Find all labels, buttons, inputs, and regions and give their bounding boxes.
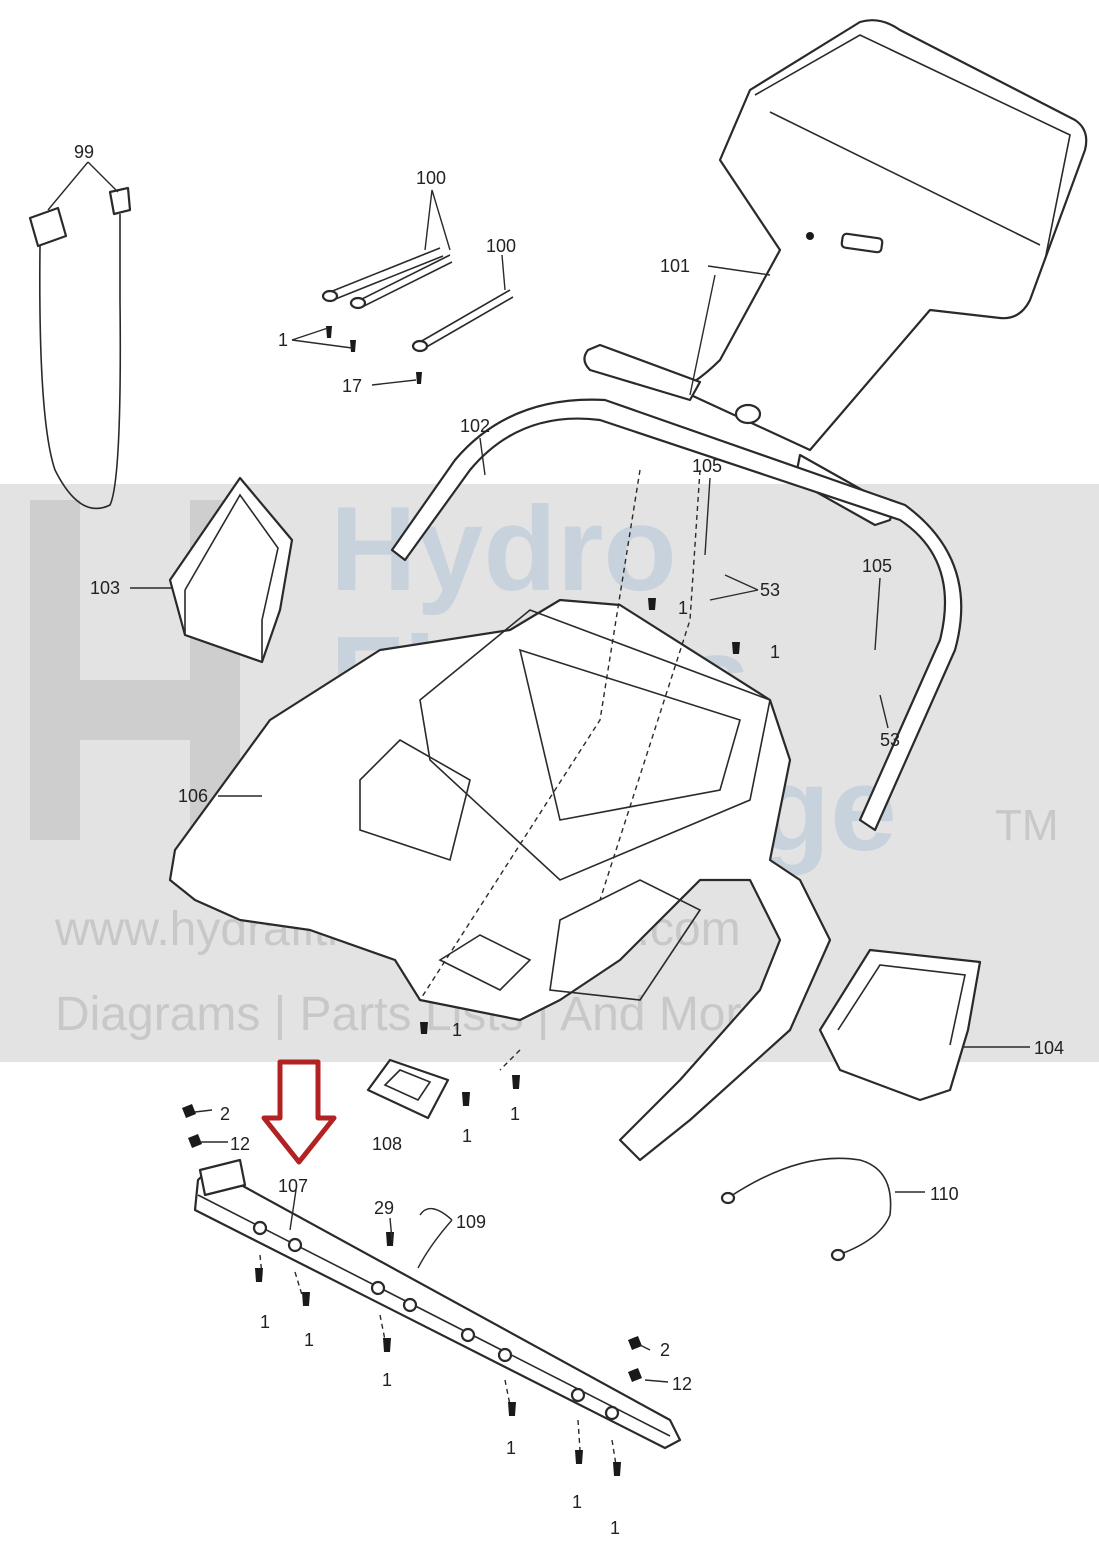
part-99-safety-key	[28, 186, 132, 510]
callout-1-d: 1	[452, 1020, 462, 1040]
watermark-tagline: Diagrams | Parts Lists | And More	[55, 988, 768, 1041]
callout-1-h: 1	[304, 1330, 314, 1350]
callout-29: 29	[374, 1198, 394, 1218]
part-103-cup-holder	[168, 476, 294, 664]
callout-2-b: 2	[660, 1340, 670, 1360]
callout-labels: 99 100 100 101 1 17 102 105 53 1 105 1 5…	[74, 142, 1064, 1538]
watermark-trademark: TM	[995, 801, 1059, 850]
screws	[182, 598, 740, 1476]
highlight-arrow	[261, 1059, 337, 1165]
callout-53-b: 53	[880, 730, 900, 750]
callout-1-i: 1	[382, 1370, 392, 1390]
part-110-wire	[720, 1157, 892, 1262]
part-107-crossbar	[193, 1158, 682, 1450]
callout-1-b: 1	[678, 598, 688, 618]
part-100-wires	[321, 247, 514, 384]
callout-110: 110	[930, 1184, 959, 1204]
callout-1-f: 1	[510, 1104, 520, 1124]
callout-102: 102	[460, 416, 490, 436]
callout-109: 109	[456, 1212, 486, 1232]
callout-105-b: 105	[862, 556, 892, 576]
part-108-bracket	[366, 1058, 450, 1120]
callout-12-b: 12	[672, 1374, 692, 1394]
callout-106: 106	[178, 786, 208, 806]
callout-1-c: 1	[770, 642, 780, 662]
callout-2-a: 2	[220, 1104, 230, 1124]
callout-12-a: 12	[230, 1134, 250, 1154]
callout-1-k: 1	[572, 1492, 582, 1512]
callout-101: 101	[660, 256, 690, 276]
callout-1-e: 1	[462, 1126, 472, 1146]
part-106-frame	[168, 598, 832, 1162]
callout-108: 108	[372, 1134, 402, 1154]
callout-107: 107	[278, 1176, 308, 1196]
callout-100-b: 100	[486, 236, 516, 256]
callout-99: 99	[74, 142, 94, 162]
callout-100-a: 100	[416, 168, 446, 188]
callout-1-l: 1	[610, 1518, 620, 1538]
callout-53-a: 53	[760, 580, 780, 600]
callout-17: 17	[342, 376, 362, 396]
callout-1-j: 1	[506, 1438, 516, 1458]
assembly-dashes	[259, 469, 701, 1466]
callout-103: 103	[90, 578, 120, 598]
callout-1-g: 1	[260, 1312, 270, 1332]
part-102-handlebar	[390, 398, 963, 832]
watermark-line1: Hydro	[330, 482, 677, 616]
leader-lines	[47, 161, 1030, 1383]
callout-104: 104	[1034, 1038, 1064, 1058]
callout-1-a: 1	[278, 330, 288, 350]
callout-105-a: 105	[692, 456, 722, 476]
part-104-cup-holder	[818, 948, 982, 1102]
